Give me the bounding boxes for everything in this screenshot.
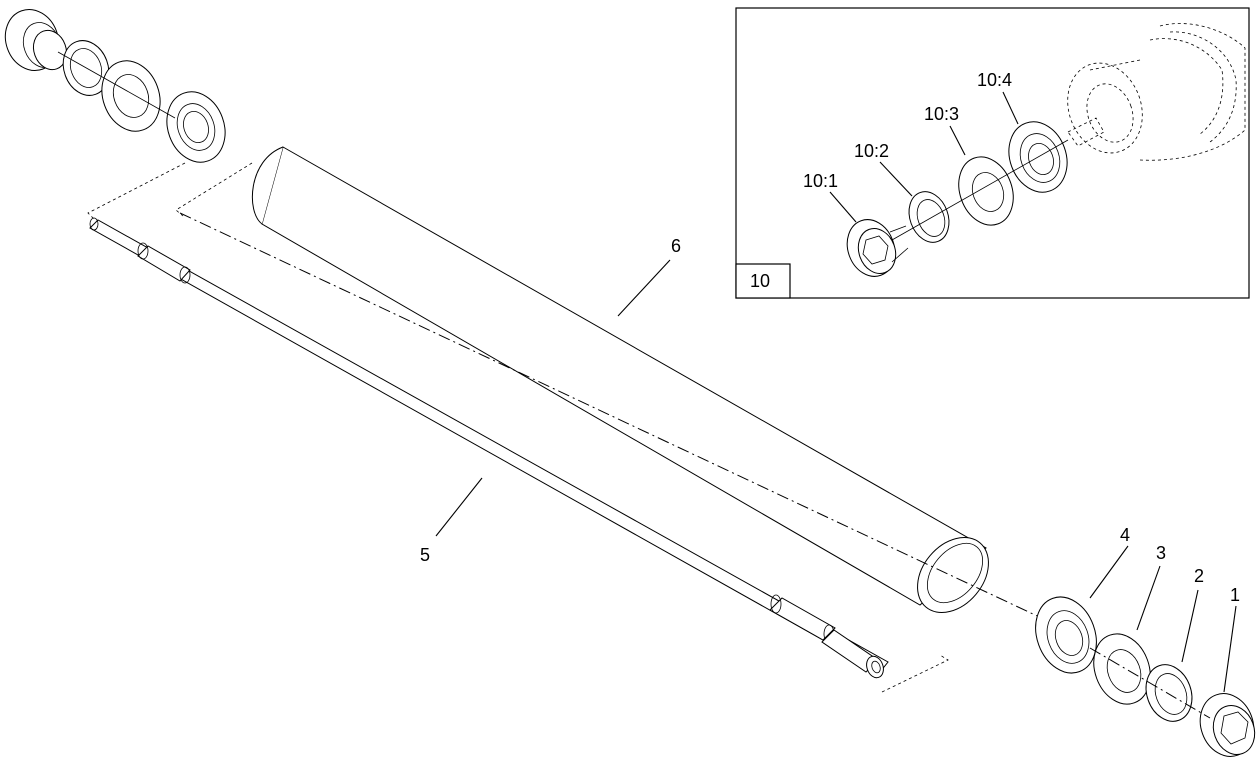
bottom-right-hex-nut xyxy=(1199,693,1256,757)
callout-3-leader xyxy=(1136,565,1161,631)
assembly-center-axis xyxy=(179,212,1051,623)
bottom-right-center-axis xyxy=(1089,647,1211,719)
bottom-right-spacer-ring xyxy=(1145,664,1193,722)
callout-2: 2 xyxy=(1194,566,1204,586)
tube-assembly-guide-top xyxy=(175,162,253,217)
callout-5-leader xyxy=(435,477,483,537)
inset-callout-10-4: 10:4 xyxy=(977,70,1012,90)
inset-callout-10-2-leader xyxy=(879,161,913,197)
inset-callout-10-3: 10:3 xyxy=(924,104,959,124)
callout-1: 1 xyxy=(1230,585,1240,605)
callout-4-leader xyxy=(1089,545,1129,599)
inset-ghost-tube xyxy=(1139,23,1246,161)
roller-tube xyxy=(251,146,989,614)
shaft-assembly-guide-bottom xyxy=(881,654,949,693)
callout-5: 5 xyxy=(420,545,430,565)
top-left-end-cap xyxy=(4,9,68,71)
top-left-washer xyxy=(101,60,161,132)
inset-id-box xyxy=(735,263,791,299)
inset-callout-10-1: 10:1 xyxy=(803,171,838,191)
bottom-right-bearing xyxy=(1035,596,1097,674)
inset-callout-10-3-leader xyxy=(949,125,966,156)
callout-1-leader xyxy=(1223,605,1237,693)
callout-3: 3 xyxy=(1156,543,1166,563)
callout-6-leader xyxy=(617,259,671,317)
inset-washer xyxy=(958,156,1014,226)
inset-id-label: 10 xyxy=(750,271,770,291)
inset-callout-10-2: 10:2 xyxy=(854,141,889,161)
inset-center-axis xyxy=(891,139,1069,241)
inset-callout-10-4-leader xyxy=(1002,91,1019,125)
shaft xyxy=(89,217,889,679)
callout-6: 6 xyxy=(671,236,681,256)
top-left-bearing xyxy=(166,91,226,163)
inset-spacer-ring xyxy=(908,191,950,243)
inset-callout-10-1-leader xyxy=(829,191,857,223)
bottom-right-washer xyxy=(1093,633,1151,705)
inset-hex-nut xyxy=(846,219,909,277)
inset-detail-10: 10 xyxy=(735,7,1250,299)
callout-2-leader xyxy=(1181,589,1199,663)
shaft-assembly-guide-top xyxy=(87,162,186,221)
top-left-center-axis xyxy=(57,51,176,119)
callout-4: 4 xyxy=(1120,525,1130,545)
